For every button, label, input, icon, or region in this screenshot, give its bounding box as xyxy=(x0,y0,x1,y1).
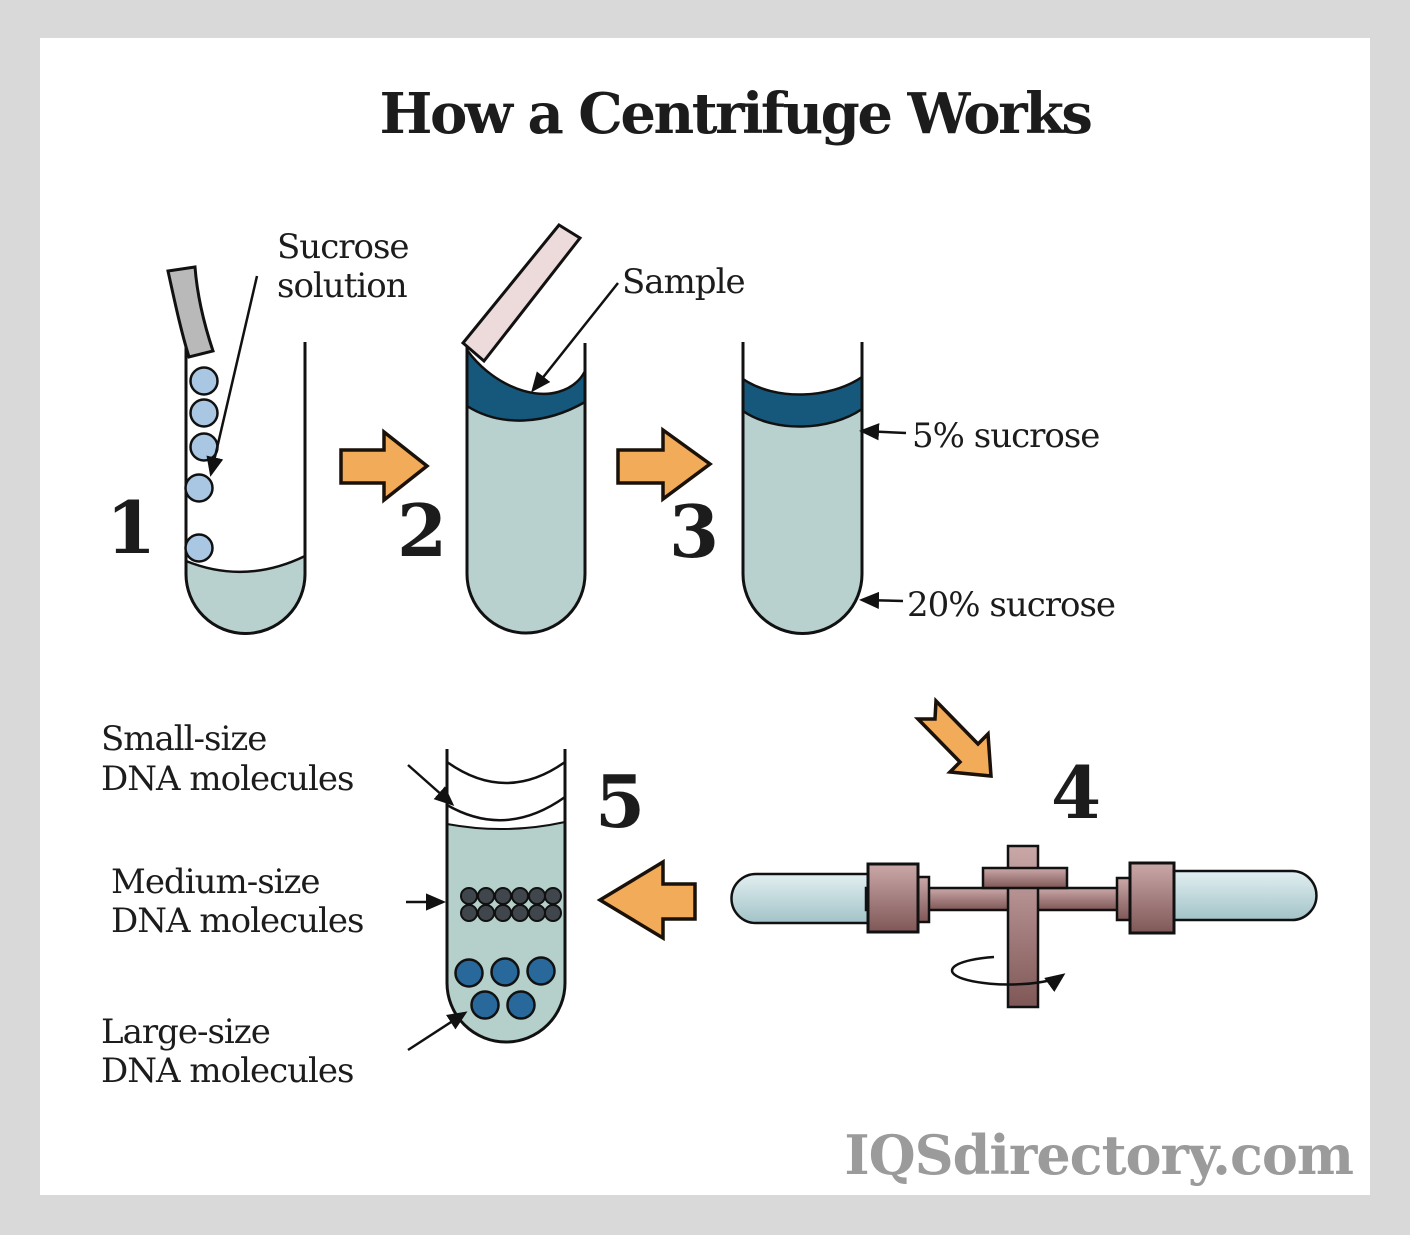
step2-test-tube xyxy=(465,343,587,635)
sucrose-5pct-label: 5% sucrose xyxy=(912,416,1099,456)
step3-test-tube xyxy=(741,342,864,635)
rotation-arrow xyxy=(950,955,1066,992)
gray-pipette xyxy=(166,265,215,359)
droplet xyxy=(189,366,219,396)
arrow-step1-to-step2 xyxy=(339,428,430,504)
droplet xyxy=(184,533,214,563)
step3-20pct-layer xyxy=(742,407,863,635)
sample-pointer-arrow xyxy=(531,282,619,393)
medium-dot xyxy=(460,904,478,922)
step5-rim-curve xyxy=(446,760,566,785)
droplet xyxy=(189,432,219,462)
medium-dna-label-line2: DNA molecules xyxy=(111,901,363,941)
step-5-group: 5 Small-size DNA molecules Medium-size D… xyxy=(101,719,645,1091)
medium-dna-dots xyxy=(460,887,562,922)
pink-pipette xyxy=(460,223,583,364)
sucrose-droplets xyxy=(184,366,219,563)
medium-dot xyxy=(494,887,512,905)
small-dna-pointer-arrow xyxy=(407,764,455,806)
arrow-step3-to-step4 xyxy=(913,696,993,778)
arrow-step4-to-step5 xyxy=(596,858,697,942)
medium-dot xyxy=(544,887,562,905)
step-4-group: 4 xyxy=(730,750,1318,1009)
rotor-right-tube xyxy=(1165,869,1318,922)
step-2-group: Sample 2 xyxy=(397,223,746,635)
large-dot xyxy=(506,990,536,1020)
step5-liquid xyxy=(446,820,566,1043)
step5-test-tube xyxy=(445,749,567,1044)
large-dna-pointer-arrow xyxy=(407,1011,468,1052)
sucrose-solution-label-line1: Sucrose xyxy=(277,227,409,267)
large-dot xyxy=(454,958,484,988)
step5-small-band-curve xyxy=(446,795,566,822)
droplet xyxy=(189,398,219,428)
medium-dot xyxy=(528,904,546,922)
large-dot xyxy=(490,957,520,987)
large-dna-label-line1: Large-size xyxy=(101,1012,270,1052)
step4-number: 4 xyxy=(1051,750,1101,835)
step2-number: 2 xyxy=(397,488,447,573)
rotor-left-holder xyxy=(866,862,920,934)
small-dna-label-line1: Small-size xyxy=(101,719,266,759)
step3-number: 3 xyxy=(669,489,719,574)
medium-dot xyxy=(460,887,478,905)
medium-dot xyxy=(477,887,495,905)
step1-number: 1 xyxy=(106,485,156,570)
step2-sample-layer xyxy=(465,346,587,422)
large-dot xyxy=(526,956,556,986)
droplet xyxy=(184,473,214,503)
sucrose-20pct-label: 20% sucrose xyxy=(907,585,1115,625)
medium-dna-label-line1: Medium-size xyxy=(111,862,320,902)
medium-dot xyxy=(544,904,562,922)
medium-dot xyxy=(494,904,512,922)
medium-dot xyxy=(511,904,529,922)
rotor-right-holder xyxy=(1128,861,1176,935)
medium-dot xyxy=(528,887,546,905)
rotor-cap xyxy=(981,866,1069,890)
medium-dot xyxy=(511,887,529,905)
sucrose-5pct-pointer-arrow xyxy=(859,423,907,441)
small-dna-label-line2: DNA molecules xyxy=(101,759,353,799)
large-dot xyxy=(470,990,500,1020)
step-1-group: Sucrose solution 1 xyxy=(106,227,410,635)
sample-label: Sample xyxy=(622,262,745,302)
step1-test-tube xyxy=(184,342,307,635)
step5-number: 5 xyxy=(595,759,645,844)
watermark: IQSdirectory.com xyxy=(844,1123,1353,1187)
sucrose-20pct-pointer-arrow xyxy=(859,591,904,610)
sucrose-pointer-arrow xyxy=(206,275,259,477)
rotor-left-tube xyxy=(730,872,877,925)
large-dna-label-line2: DNA molecules xyxy=(101,1051,353,1091)
large-dna-dots xyxy=(454,956,556,1020)
step2-liquid xyxy=(466,400,586,634)
step-3-group: 5% sucrose 20% sucrose 3 xyxy=(669,342,1116,635)
medium-dot xyxy=(477,904,495,922)
sucrose-solution-label-line2: solution xyxy=(277,266,407,306)
arrow-step2-to-step3 xyxy=(616,426,713,503)
diagram-title: How a Centrifuge Works xyxy=(380,81,1092,147)
